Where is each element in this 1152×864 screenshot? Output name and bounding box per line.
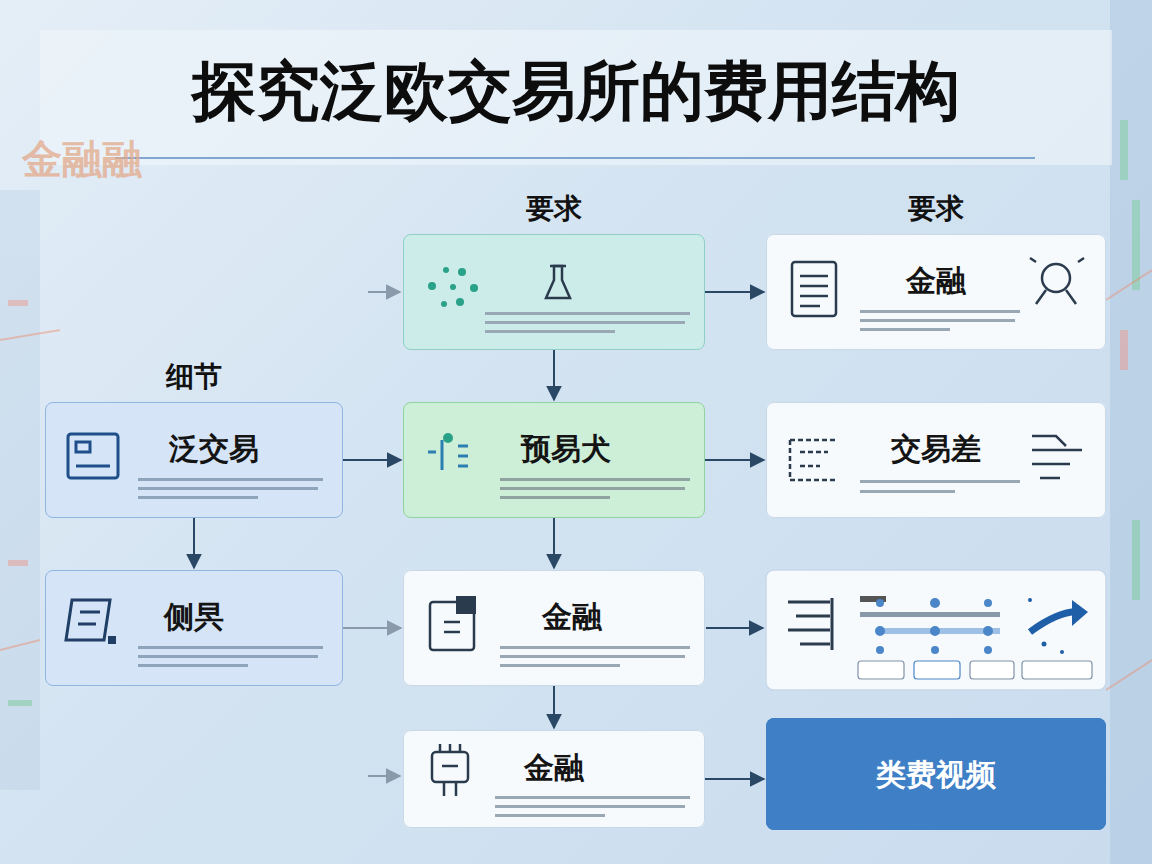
box-heading: 金融 [524,748,584,788]
section-heading: 要求 [404,191,704,227]
flow-arrow [343,627,401,629]
process-box: 要求金融 [766,234,1106,350]
flow-arrow [705,459,764,461]
flow-arrow [705,778,764,780]
process-box: 交易差 [766,402,1106,518]
process-box: 金融 [403,730,705,828]
section-heading: 细节 [166,359,222,395]
process-box: 要求 [403,234,705,350]
process-box: 金融 [403,570,705,686]
diagram-title: 探究泛欧交易所的费用结构 [0,46,1152,136]
flow-arrow [553,350,555,400]
flow-arrow [553,686,555,728]
box-heading: 金融 [906,261,966,301]
flow-arrow [343,459,401,461]
action-box: 类费视频 [766,718,1106,830]
section-heading: 要求 [767,191,1105,227]
box-heading: 交易差 [891,429,981,469]
process-box: 预易犬 [403,402,705,518]
flow-arrow [193,518,195,568]
flow-arrow [553,518,555,568]
box-heading: 侧昗 [164,597,224,637]
box-heading: 泛交易 [169,429,259,469]
process-box: 侧昗 [45,570,343,686]
process-box: 细节泛交易 [45,402,343,518]
watermark-text: 金融融 [22,132,142,187]
box-heading: 预易犬 [521,429,611,469]
box-heading: 类费视频 [876,755,996,795]
box-heading: 金融 [542,597,602,637]
flow-arrow [705,291,764,293]
